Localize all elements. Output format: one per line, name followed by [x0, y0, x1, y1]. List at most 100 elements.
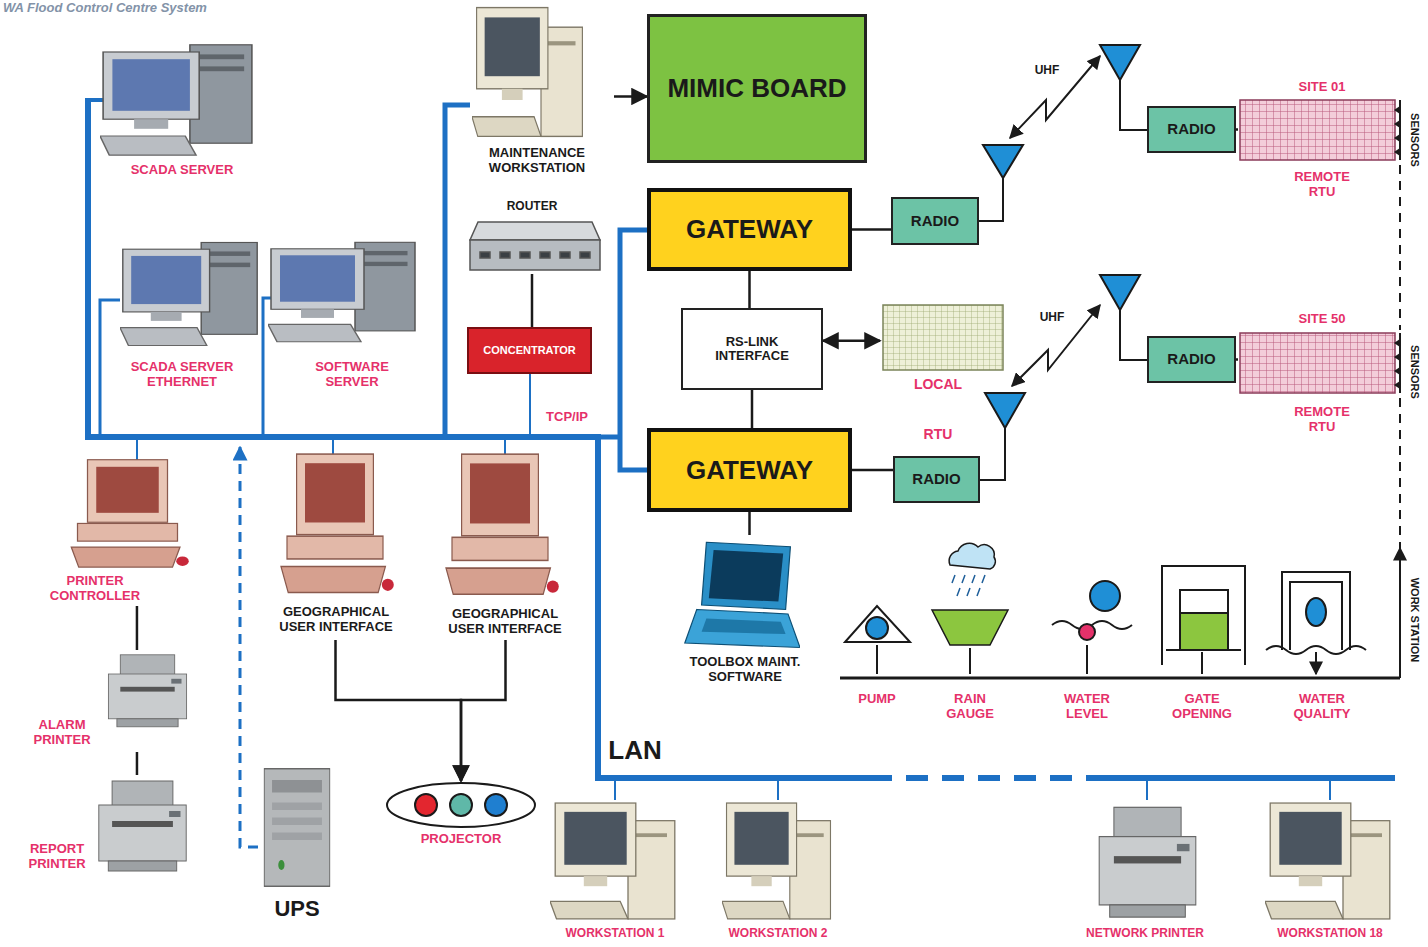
computer-icons	[268, 242, 415, 341]
device-node: PUMP	[838, 595, 916, 710]
vertical-label: SENSORS	[1409, 113, 1420, 167]
box-label: RADIO	[911, 213, 959, 230]
device-label: REPORT PRINTER	[20, 842, 94, 872]
projector-icon	[450, 794, 472, 816]
device-node: GEOGRAPHICAL USER INTERFACE	[268, 440, 403, 640]
device-node: ROUTER	[462, 198, 602, 274]
device-label: GATE OPENING	[1162, 692, 1242, 722]
connector	[748, 271, 751, 308]
computer-icons	[550, 803, 675, 919]
box-label: RS-LINK INTERFACE	[689, 335, 815, 364]
lan-bus	[1100, 775, 1395, 781]
computer-icons	[685, 542, 800, 647]
device-node: SITE 01REMOTE RTU	[1238, 78, 1403, 206]
device-label: PUMP	[842, 692, 912, 707]
process-box: RADIO	[1147, 336, 1236, 383]
connector	[823, 340, 880, 343]
router-icon	[480, 252, 490, 258]
computer-icons	[446, 454, 559, 594]
device-label: WATER QUALITY	[1282, 692, 1362, 722]
printer-icons	[108, 655, 186, 727]
device-node: REPORT PRINTER	[20, 775, 190, 875]
lan-bus	[88, 100, 870, 778]
rain-gauge-symbol	[932, 610, 1008, 645]
box-label: CONCENTRATOR	[483, 344, 575, 356]
box-label: GATEWAY	[686, 456, 813, 485]
pump-symbol	[845, 606, 910, 642]
lan-bus	[85, 100, 1395, 847]
device-label: ROUTER	[482, 200, 582, 214]
sensor-arrowheads	[1394, 367, 1400, 375]
device-node: GEOGRAPHICAL USER INTERFACE	[438, 440, 573, 640]
sensor-arrowheads	[1394, 148, 1400, 156]
device-label: WORKSTATION 1	[545, 927, 685, 941]
gate-opening-symbol	[1162, 566, 1245, 665]
connector	[751, 390, 754, 428]
device-node: WATER LEVEL	[1045, 575, 1135, 725]
rtu-panels	[1240, 100, 1395, 160]
device-node: SCADA SERVER	[95, 35, 265, 185]
device-label: TOOLBOX MAINT. SOFTWARE	[665, 655, 825, 685]
computer-icons	[120, 242, 257, 345]
gate-opening-symbol	[1180, 613, 1228, 650]
device-label: REMOTE RTU	[1287, 405, 1357, 435]
annotation-label: UHF	[1035, 64, 1060, 76]
device-label: REMOTE RTU	[1287, 170, 1357, 200]
device-label: SITE 50	[1272, 312, 1372, 327]
connector	[336, 640, 462, 781]
sensor-wiring	[840, 100, 1400, 678]
antennas	[979, 80, 1147, 480]
device-label: RAIN GAUGE	[940, 692, 1000, 722]
process-box: GATEWAY	[647, 428, 852, 512]
device-label: PRINTER CONTROLLER	[45, 574, 145, 604]
device-node: WORKSTATION 2	[705, 793, 850, 943]
device-node: MAINTENANCE WORKSTATION	[462, 0, 614, 182]
projector-icon	[387, 783, 535, 827]
box-label: RADIO	[1167, 121, 1215, 138]
gate-opening-symbol	[1162, 566, 1245, 665]
device-label: SOFTWARE SERVER	[307, 360, 397, 390]
process-box: CONCENTRATOR	[467, 327, 592, 374]
vertical-label: SENSORS	[1409, 345, 1420, 399]
antennas	[1100, 45, 1140, 80]
process-box: RADIO	[1147, 106, 1236, 153]
sensor-arrowheads	[1394, 381, 1400, 389]
process-box: RADIO	[891, 197, 979, 245]
connector	[136, 606, 139, 650]
sensor-wiring	[1399, 548, 1401, 678]
device-node: PRINTER CONTROLLER	[45, 455, 195, 606]
device-node: ALARM PRINTER	[20, 650, 190, 752]
connector	[1236, 128, 1238, 131]
computer-icons	[722, 803, 830, 919]
computer-icons	[71, 460, 189, 567]
connector	[748, 512, 751, 535]
rain-gauge-symbol	[949, 543, 995, 569]
computer-icons	[71, 8, 1390, 919]
connector	[614, 95, 647, 98]
device-label: UPS	[262, 896, 332, 921]
device-label: RTU	[908, 426, 968, 442]
lan-bus	[598, 230, 647, 470]
rtu-panels	[883, 100, 1395, 393]
sensor-arrowheads	[1394, 106, 1400, 114]
lan-bus	[870, 775, 1100, 781]
device-node: SITE 50 REMOTE RTU	[1238, 310, 1403, 438]
lan-bus	[529, 374, 531, 437]
lan-bus	[615, 778, 1330, 800]
gate-opening-symbol	[1180, 590, 1228, 650]
router-icon	[470, 240, 600, 270]
device-node: RAIN GAUGE	[925, 540, 1015, 725]
sensor-wiring	[877, 645, 1316, 674]
router-icon	[470, 222, 600, 270]
device-node: PROJECTOR	[380, 781, 542, 851]
box-label: RADIO	[1167, 351, 1215, 368]
connector	[461, 640, 506, 781]
device-node: GATE OPENING	[1150, 560, 1255, 725]
router-icon	[560, 252, 570, 258]
connector	[136, 752, 139, 775]
device-label: SCADA SERVER ETHERNET	[117, 360, 247, 390]
device-label: PROJECTOR	[411, 832, 511, 847]
antennas	[983, 145, 1023, 178]
rtu-panels	[1240, 333, 1395, 393]
